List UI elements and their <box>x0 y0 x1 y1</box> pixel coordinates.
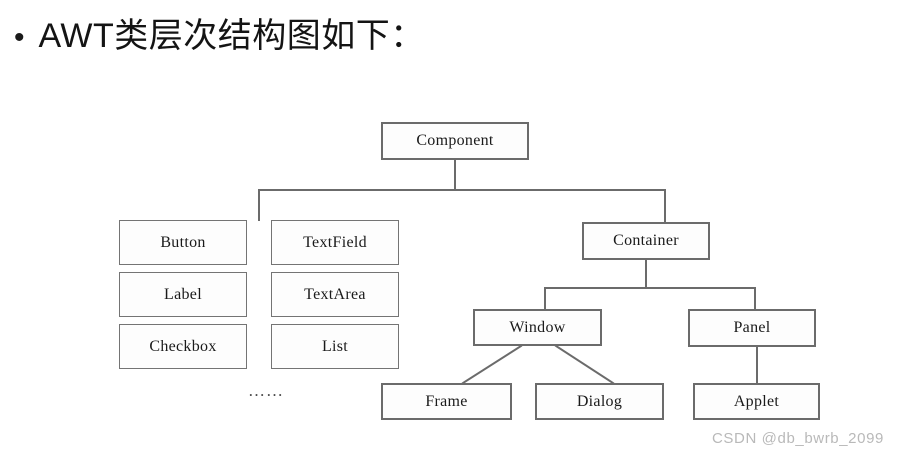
node-textarea[interactable]: TextArea <box>271 272 399 317</box>
node-label: Applet <box>733 392 780 410</box>
csdn-watermark: CSDN @db_bwrb_2099 <box>712 430 884 447</box>
node-label: Label <box>164 285 202 303</box>
node-label: TextArea <box>304 285 366 303</box>
node-textfield[interactable]: TextField <box>271 220 399 265</box>
node-button[interactable]: Button <box>119 220 247 265</box>
node-label: Button <box>160 233 206 251</box>
edge-window-to-frame <box>461 344 523 385</box>
ellipsis-label: …… <box>248 381 284 400</box>
bullet-icon: • <box>14 21 25 54</box>
slide-title: • AWT类层次结构图如下： <box>14 17 425 55</box>
node-window[interactable]: Window <box>473 309 602 346</box>
node-label: Container <box>613 232 679 249</box>
node-label: TextField <box>303 233 367 251</box>
node-list[interactable]: List <box>271 324 399 369</box>
node-dialog[interactable]: Dialog <box>535 383 664 420</box>
node-label: List <box>321 337 349 355</box>
node-applet[interactable]: Applet <box>693 383 820 420</box>
node-component[interactable]: Component <box>381 122 529 160</box>
node-label: Dialog <box>576 392 623 410</box>
node-label: Panel <box>733 319 771 336</box>
node-label: Window <box>509 318 566 336</box>
node-label-class[interactable]: Label <box>119 272 247 317</box>
page-title: AWT类层次结构图如下： <box>38 17 425 55</box>
node-container[interactable]: Container <box>582 222 710 260</box>
node-label: Component <box>416 132 494 149</box>
node-label: Checkbox <box>149 337 217 355</box>
node-checkbox[interactable]: Checkbox <box>119 324 247 369</box>
node-label: Frame <box>425 392 468 410</box>
node-frame[interactable]: Frame <box>381 383 512 420</box>
node-panel[interactable]: Panel <box>688 309 816 347</box>
edge-window-to-dialog <box>554 344 615 385</box>
